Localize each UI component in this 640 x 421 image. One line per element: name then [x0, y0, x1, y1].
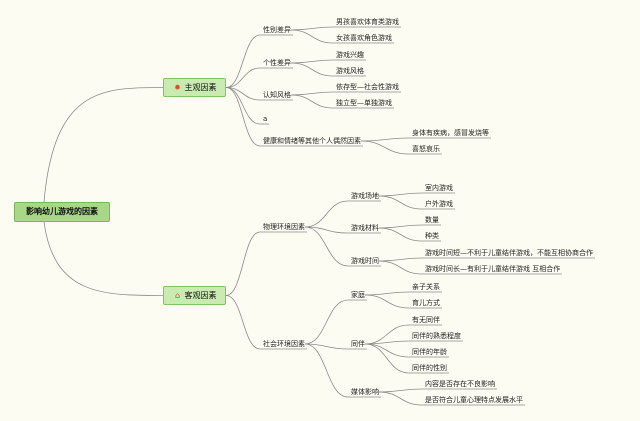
leaf-health-2[interactable]: 喜怒哀乐: [412, 145, 440, 153]
leaf-family-1[interactable]: 亲子关系: [412, 283, 440, 291]
connector: [43, 87, 164, 203]
leaf-health-1[interactable]: 身体有疾病，感冒发烧等: [412, 129, 489, 137]
connector: [364, 343, 410, 374]
leaf-personality-1[interactable]: 游戏兴趣: [336, 51, 364, 59]
main-topic-objective-label: 客观因素: [184, 291, 217, 300]
group-social[interactable]: 社会环境因素: [263, 340, 305, 348]
leaf-time-1[interactable]: 游戏时间短—不利于儿童结伴游戏，不能互相协商合作: [425, 249, 593, 257]
leaf-venue-2[interactable]: 户外游戏: [425, 200, 453, 208]
leaf-cognitive-1[interactable]: 依存型—社会性游戏: [336, 83, 399, 91]
leaf-venue-1[interactable]: 室内游戏: [425, 184, 453, 192]
branch-personality[interactable]: 个性差异: [263, 59, 291, 67]
fire-icon: ✹: [174, 83, 181, 92]
connector: [225, 87, 261, 125]
leaf-media-2[interactable]: 是否符合儿童心理特点发展水平: [425, 396, 523, 404]
leaf-time-2[interactable]: 游戏时间长—有利于儿童结伴游戏 互相合作: [425, 265, 561, 273]
branch-material[interactable]: 游戏材料: [351, 224, 379, 232]
group-physical[interactable]: 物理环境因素: [263, 223, 305, 231]
connector: [225, 231, 261, 296]
connector: [225, 87, 261, 147]
connector: [360, 140, 410, 155]
branch-a[interactable]: a: [263, 115, 268, 123]
connector: [43, 221, 164, 296]
leaf-peer-3[interactable]: 同伴的年龄: [412, 348, 447, 356]
branch-venue[interactable]: 游戏场地: [351, 192, 379, 200]
leaf-gender-1[interactable]: 男孩喜欢体育类游戏: [336, 18, 399, 26]
connector: [378, 257, 423, 262]
connector: [304, 226, 349, 234]
home-icon: ⌂: [174, 291, 181, 300]
connector: [378, 227, 423, 242]
branch-health[interactable]: 健康和情绪等其他个人偶然因素: [263, 137, 361, 145]
connector: [290, 62, 334, 77]
leaf-media-1[interactable]: 内容是否存在不良影响: [425, 380, 495, 388]
connector: [378, 192, 423, 197]
branch-cognitive[interactable]: 认知风格: [263, 91, 291, 99]
main-topic-subjective[interactable]: ✹主观因素: [163, 78, 226, 97]
leaf-family-2[interactable]: 育儿方式: [412, 299, 440, 307]
connector: [364, 294, 410, 309]
connector: [290, 26, 334, 31]
connector: [378, 195, 423, 210]
connector: [225, 34, 261, 88]
connector: [364, 343, 410, 358]
connector: [225, 295, 261, 350]
main-topic-subjective-label: 主观因素: [184, 83, 217, 92]
connector: [378, 388, 423, 393]
main-topic-objective[interactable]: ⌂客观因素: [163, 286, 226, 305]
connector: [290, 59, 334, 64]
leaf-peer-1[interactable]: 有无同伴: [412, 316, 440, 324]
connector: [290, 94, 334, 109]
connector: [304, 200, 349, 228]
branch-family[interactable]: 家庭: [351, 291, 365, 299]
connector: [290, 91, 334, 96]
leaf-material-1[interactable]: 数量: [425, 216, 439, 224]
leaf-gender-2[interactable]: 女孩喜欢角色游戏: [336, 34, 392, 42]
branch-media[interactable]: 媒体影响: [351, 388, 379, 396]
branch-gender[interactable]: 性别差异: [263, 26, 291, 34]
leaf-peer-2[interactable]: 同伴的熟悉程度: [412, 332, 461, 340]
leaf-personality-2[interactable]: 游戏风格: [336, 67, 364, 75]
connector: [304, 299, 349, 345]
connector: [364, 291, 410, 296]
connector: [378, 260, 423, 275]
connector: [378, 224, 423, 229]
branch-time[interactable]: 游戏时间: [351, 257, 379, 265]
connector: [304, 343, 349, 398]
root-topic[interactable]: 影响幼儿游戏的因素: [14, 202, 110, 222]
branch-peer[interactable]: 同伴: [351, 340, 365, 348]
leaf-cognitive-2[interactable]: 独立型—单独游戏: [336, 99, 392, 107]
connector: [290, 29, 334, 44]
connector: [364, 324, 410, 345]
connector: [360, 137, 410, 142]
connector: [304, 226, 349, 267]
leaf-peer-4[interactable]: 同伴的性别: [412, 364, 447, 372]
leaf-material-2[interactable]: 种类: [425, 232, 439, 240]
connector: [364, 340, 410, 345]
connector: [304, 343, 349, 350]
connector: [225, 67, 261, 88]
connector: [378, 391, 423, 406]
